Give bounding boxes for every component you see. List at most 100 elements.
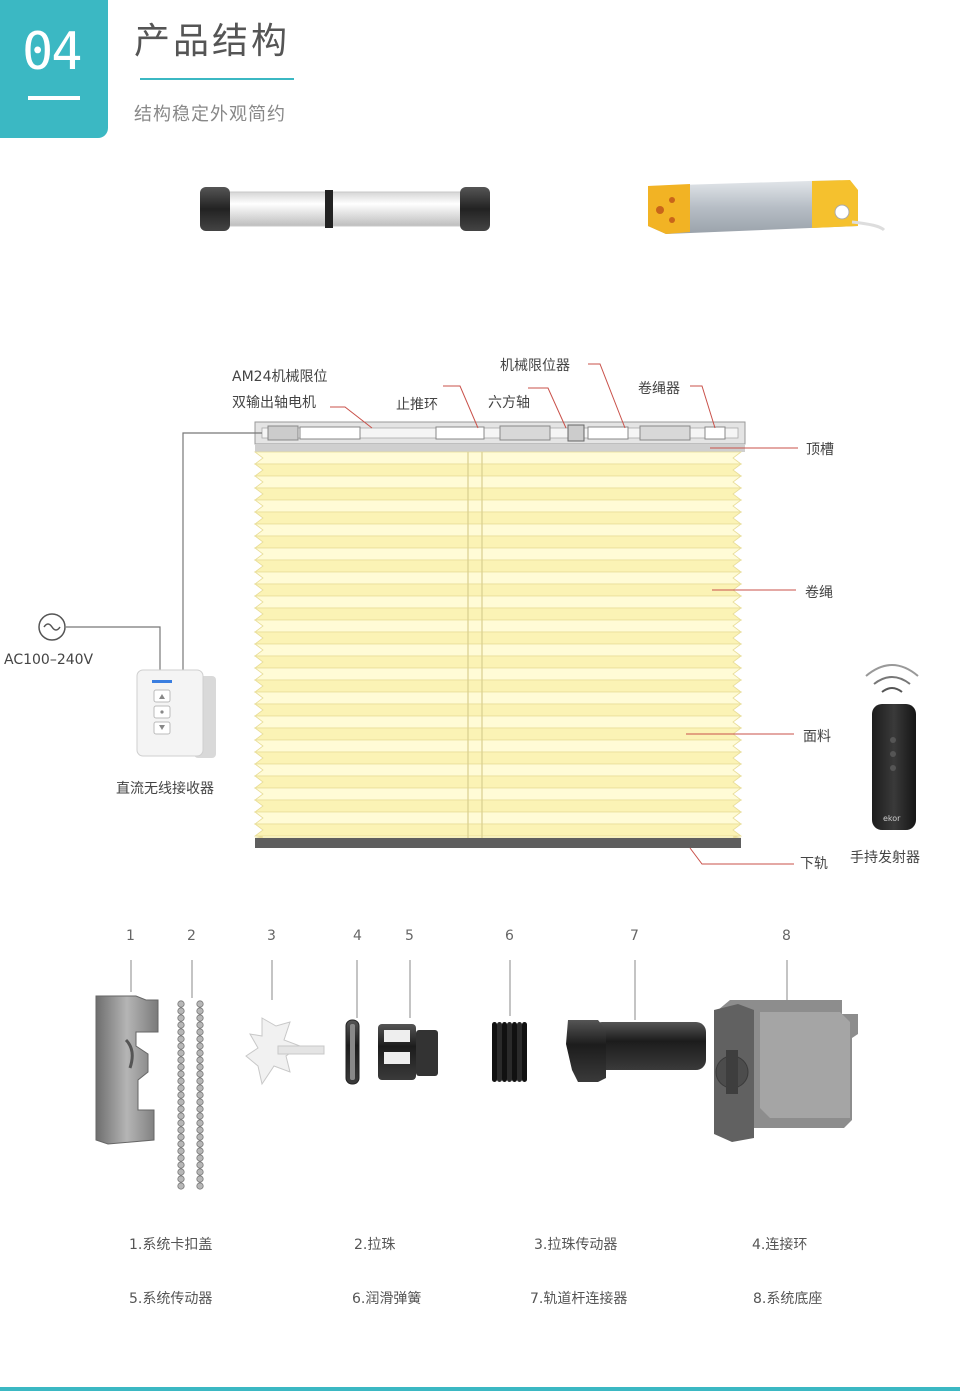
spring-coil xyxy=(522,1022,527,1082)
chain-bead xyxy=(177,1014,185,1022)
chain-bead xyxy=(196,1007,204,1015)
chain-bead xyxy=(196,1091,204,1099)
part-name-7: 7.轨道杆连接器 xyxy=(530,1291,628,1307)
chain-bead xyxy=(196,1042,204,1050)
chain-bead xyxy=(196,1133,204,1141)
chain-bead xyxy=(177,1042,185,1050)
part-3-driver xyxy=(245,1017,325,1086)
fabric-pleat xyxy=(253,727,743,741)
chain-bead xyxy=(177,1168,185,1176)
chain-bead xyxy=(196,1000,204,1008)
chain-bead xyxy=(177,1182,185,1190)
part-number-2: 2 xyxy=(187,928,196,944)
chain-bead xyxy=(196,1056,204,1064)
chain-bead xyxy=(177,1161,185,1169)
fabric-pleat xyxy=(253,571,743,585)
chain-bead xyxy=(177,1119,185,1127)
fabric-pleat xyxy=(253,679,743,693)
chain-bead xyxy=(177,1049,185,1057)
part-2-bead-chain xyxy=(177,1000,204,1190)
remote-label: 手持发射器 xyxy=(850,850,920,866)
part-number-1: 1 xyxy=(126,928,135,944)
stop-ring-label: 止推环 xyxy=(396,397,438,413)
top-rail-label: 顶槽 xyxy=(806,442,834,458)
chain-bead xyxy=(177,1056,185,1064)
chain-bead xyxy=(196,1112,204,1120)
chain-bead xyxy=(177,1105,185,1113)
part-number-6: 6 xyxy=(505,928,514,944)
fabric-pleat xyxy=(253,487,743,501)
part-number-8: 8 xyxy=(782,928,791,944)
chain-bead xyxy=(196,1182,204,1190)
chain-bead xyxy=(177,1112,185,1120)
power-wires xyxy=(66,432,262,672)
chain-bead xyxy=(196,1021,204,1029)
chain-bead xyxy=(196,1140,204,1148)
chain-bead xyxy=(196,1063,204,1071)
part-name-8: 8.系统底座 xyxy=(753,1291,823,1307)
bottom-rail-label: 下轨 xyxy=(800,856,828,872)
fabric-pleat xyxy=(253,643,743,657)
title-divider xyxy=(140,78,294,80)
section-title: 产品结构 xyxy=(134,21,291,62)
pleated-fabric xyxy=(253,451,743,839)
fabric-pleat xyxy=(253,667,743,681)
fabric-pleat xyxy=(253,631,743,645)
chain-bead xyxy=(196,1175,204,1183)
chain-bead xyxy=(196,1098,204,1106)
section-number: 04 xyxy=(22,22,83,82)
spring-coil xyxy=(517,1022,522,1082)
fabric-pleat xyxy=(253,763,743,777)
chain-bead xyxy=(196,1147,204,1155)
bottom-rail xyxy=(255,838,741,848)
fabric-pleat xyxy=(253,523,743,537)
chain-bead xyxy=(196,1070,204,1078)
chain-bead xyxy=(177,1070,185,1078)
chain-bead xyxy=(196,1119,204,1127)
chain-bead xyxy=(196,1168,204,1176)
chain-bead xyxy=(196,1077,204,1085)
chain-bead xyxy=(196,1154,204,1162)
cord-reel-label: 卷绳器 xyxy=(638,381,680,397)
chain-bead xyxy=(177,1154,185,1162)
section-subtitle: 结构稳定外观简约 xyxy=(134,104,286,125)
section-badge: 04 xyxy=(0,0,108,138)
chain-bead xyxy=(177,1063,185,1071)
chain-bead xyxy=(177,1000,185,1008)
chain-bead xyxy=(196,1105,204,1113)
part-1-cover xyxy=(95,995,159,1145)
tubular-motor-image xyxy=(200,187,490,231)
chain-bead xyxy=(177,1133,185,1141)
part-leaders xyxy=(130,960,788,1020)
part-7-connector xyxy=(566,1020,706,1082)
part-name-2: 2.拉珠 xyxy=(354,1237,396,1253)
chain-bead xyxy=(177,1077,185,1085)
chain-bead xyxy=(196,1084,204,1092)
chain-bead xyxy=(196,1161,204,1169)
hex-shaft-label: 六方轴 xyxy=(488,395,530,411)
chain-bead xyxy=(177,1021,185,1029)
chain-bead xyxy=(196,1014,204,1022)
mechanical-limiter-label: 机械限位器 xyxy=(500,358,570,374)
limiter-motor-image xyxy=(648,180,886,234)
part-8-base xyxy=(714,1000,858,1142)
part-name-4: 4.连接环 xyxy=(752,1237,808,1253)
chain-bead xyxy=(177,1175,185,1183)
chain-bead xyxy=(196,1049,204,1057)
part-name-5: 5.系统传动器 xyxy=(129,1291,213,1307)
fabric-pleat xyxy=(253,559,743,573)
chain-bead xyxy=(177,1147,185,1155)
fabric-pleat xyxy=(253,535,743,549)
chain-bead xyxy=(196,1035,204,1043)
fabric-pleat xyxy=(253,703,743,717)
fabric-pleat xyxy=(253,595,743,609)
fabric-pleat xyxy=(253,751,743,765)
fabric-pleat xyxy=(253,655,743,669)
motor-label-line1: AM24机械限位 xyxy=(232,369,328,385)
wall-receiver xyxy=(136,669,216,758)
chain-bead xyxy=(196,1028,204,1036)
power-voltage-label: AC100–240V xyxy=(4,652,94,668)
fabric-pleat xyxy=(253,511,743,525)
cord-label: 卷绳 xyxy=(805,585,833,601)
